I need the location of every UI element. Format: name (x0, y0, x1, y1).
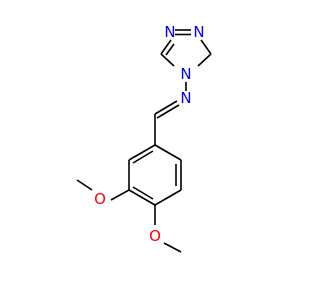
bond-c3-o3 (110, 189, 130, 201)
atom-o-methoxy-3: O (94, 190, 106, 208)
structure-diagram: N N N N O O (76, 23, 212, 253)
bond-nimine-ch-b (156, 104, 180, 119)
bond-o3-me (76, 179, 93, 191)
bond-n4-c5 (160, 53, 175, 67)
bond-nimine-ch-a (154, 100, 178, 115)
bond-c3-c4-inner (132, 186, 154, 200)
bond-c5-n1-b (165, 43, 175, 56)
molecule-canvas: N N N N O O (76, 23, 212, 253)
atom-o-methoxy-4: O (149, 227, 161, 245)
bond-n2-c3 (200, 39, 212, 55)
atom-n-triazole-1: N (164, 23, 175, 41)
bond-c3-c4 (128, 189, 156, 206)
bond-c1-c2-inner (132, 150, 154, 164)
atom-n-triazole-2: N (193, 23, 204, 41)
bond-c1-c2 (128, 144, 156, 161)
atom-n-imine: N (180, 89, 191, 107)
bond-c5-n1-a (160, 39, 172, 55)
bond-c3-n4 (197, 53, 212, 67)
atom-n-triazole-4: N (180, 65, 191, 83)
bond-c4-c5 (154, 189, 182, 206)
bond-o4-me (163, 242, 182, 253)
bond-c6-c1 (154, 144, 182, 161)
